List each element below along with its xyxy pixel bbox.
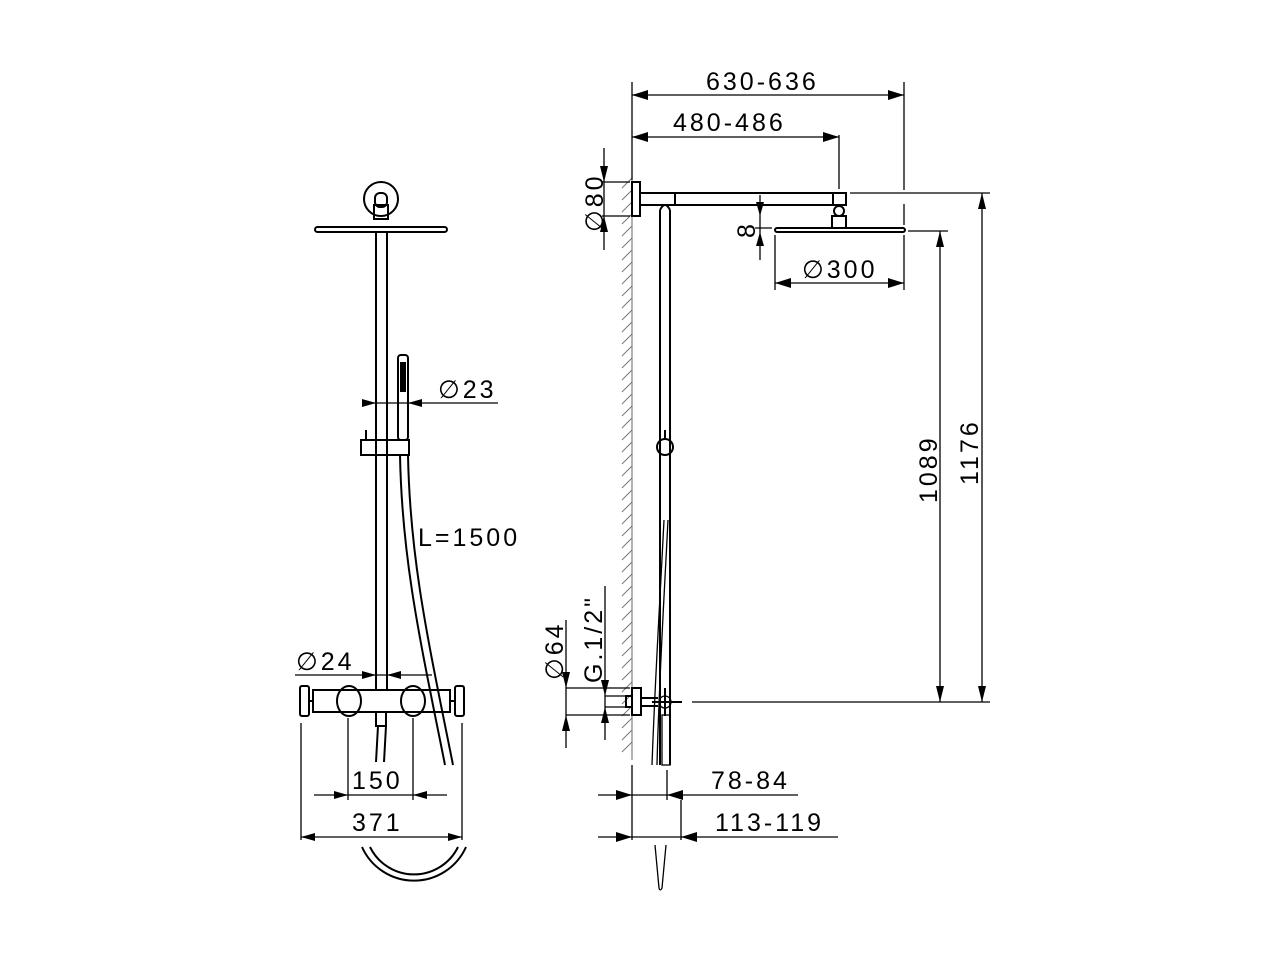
hose — [399, 454, 446, 766]
dim-projection-max: 630-636 — [706, 68, 819, 96]
handle-right — [454, 685, 465, 717]
dim-inlet-spacing: 150 — [352, 767, 403, 795]
dim-overall-width: 371 — [352, 809, 403, 837]
side-view: 630-636 480-486 ∅80 8 ∅300 1176 — [541, 68, 990, 891]
dim-wall-to-front: 113-119 — [715, 809, 824, 837]
dim-height-to-head: 1089 — [915, 435, 943, 503]
dim-wall-to-column: 78-84 — [711, 767, 790, 795]
front-view: ∅23 L=1500 ∅24 150 371 — [295, 181, 520, 882]
dim-head-offset: 8 — [733, 221, 761, 238]
wall-bracket — [363, 181, 399, 217]
shower-head — [314, 226, 448, 233]
dim-inlet-flange-diameter: ∅64 — [541, 621, 569, 680]
slider — [360, 439, 410, 456]
dim-arm-projection: 480-486 — [673, 109, 786, 137]
dim-wall-flange-diameter: ∅80 — [581, 173, 609, 232]
dim-hand-shower-diameter: ∅23 — [438, 376, 497, 404]
handle-left — [299, 685, 310, 717]
dim-height-to-arm: 1176 — [956, 419, 984, 485]
dim-head-diameter: ∅300 — [802, 256, 878, 284]
inlet-flange — [631, 687, 642, 716]
dim-inlet-thread: G.1/2" — [580, 595, 608, 683]
thermostatic-mixer — [312, 689, 451, 713]
dim-hose-length: L=1500 — [418, 524, 520, 552]
shower-head-side — [774, 227, 906, 233]
wall-flange — [631, 181, 641, 217]
dim-pipe-diameter: ∅24 — [296, 648, 355, 676]
